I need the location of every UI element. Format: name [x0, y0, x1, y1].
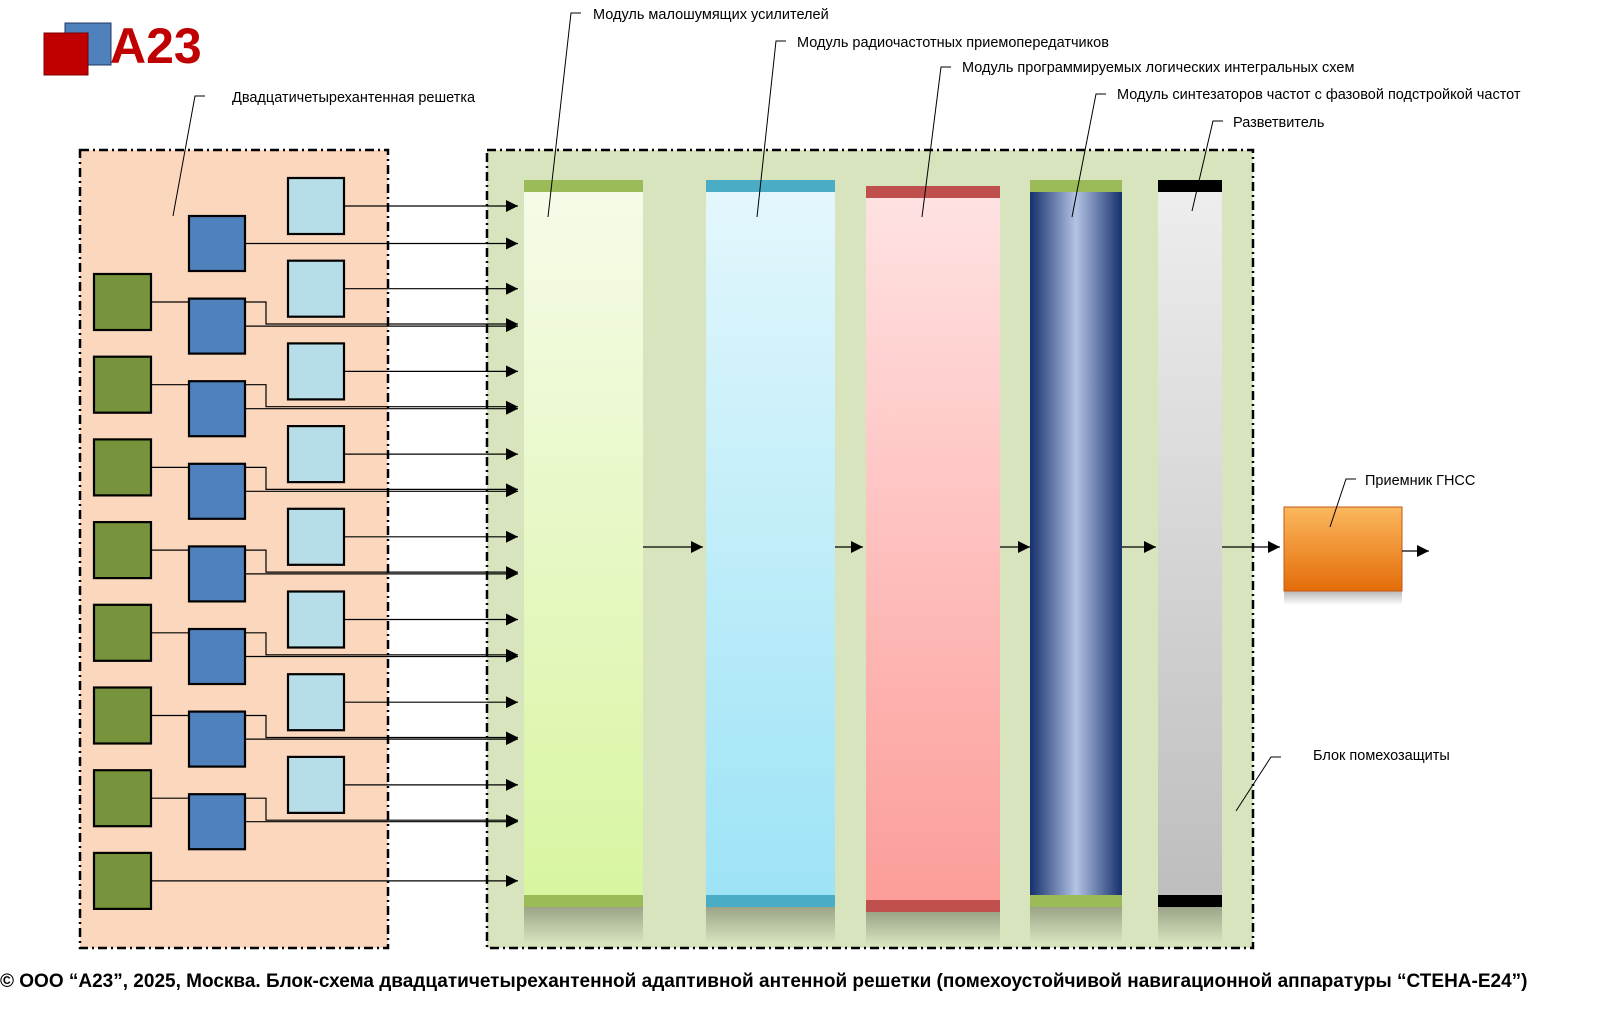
- fpga-module: [866, 186, 1000, 945]
- leader-fpga: [921, 66, 951, 218]
- lna-module-top-cap: [524, 180, 643, 192]
- label-rf: Модуль радиочастотных приемопередатчиков: [797, 35, 1109, 51]
- leader-splitter: [1191, 120, 1223, 212]
- logo-text: A23: [110, 18, 202, 74]
- antenna-element-lightblue: [286, 259, 346, 318]
- antenna-element-green: [92, 438, 153, 497]
- fpga-module-body: [866, 186, 1000, 912]
- chain-arrows: [643, 541, 1429, 557]
- gnss-receiver: [1283, 506, 1403, 605]
- fpga-module-bottom-cap: [866, 900, 1000, 912]
- logo: A23: [43, 18, 202, 76]
- antenna-element-blue: [187, 627, 247, 686]
- pll-module-bottom-cap: [1030, 895, 1122, 907]
- pll-module-body: [1030, 180, 1122, 907]
- leader-pll: [1071, 93, 1106, 218]
- antenna-element-green: [92, 686, 153, 745]
- splitter-module: [1158, 180, 1222, 943]
- splitter-module-reflection: [1158, 907, 1222, 943]
- antenna-element-lightblue: [286, 507, 346, 566]
- label-block: Блок помехозащиты: [1313, 748, 1450, 764]
- lna-module-reflection: [524, 907, 643, 943]
- rf-module-top-cap: [706, 180, 835, 192]
- logo-red-square: [43, 32, 89, 76]
- leader-block: [1235, 756, 1281, 812]
- splitter-module-top-cap: [1158, 180, 1222, 192]
- lna-module: [524, 180, 643, 943]
- antenna-element-lightblue: [286, 673, 346, 732]
- antenna-element-lightblue: [286, 590, 346, 649]
- antenna-element-green: [92, 520, 153, 580]
- antenna-element-blue: [187, 462, 247, 520]
- antenna-element-green: [92, 355, 153, 414]
- pll-module-top-cap: [1030, 180, 1122, 192]
- fpga-module-reflection: [866, 912, 1000, 945]
- pll-module-reflection: [1030, 907, 1122, 943]
- lna-module-bottom-cap: [524, 895, 643, 907]
- antenna-element-blue: [187, 710, 247, 768]
- antenna-element-blue: [187, 214, 247, 273]
- labels: Модуль малошумящих усилителей Модуль рад…: [232, 7, 1521, 764]
- leader-antenna: [172, 95, 205, 217]
- rf-module: [706, 180, 835, 943]
- antenna-elements: [92, 176, 346, 911]
- label-pll: Модуль синтезаторов частот с фазовой под…: [1117, 87, 1521, 103]
- splitter-module-body: [1158, 180, 1222, 907]
- antenna-element-green: [92, 603, 153, 662]
- antenna-element-green: [92, 851, 153, 911]
- gnss-receiver-body: [1283, 506, 1403, 592]
- leader-rf: [756, 40, 786, 218]
- antenna-element-lightblue: [286, 755, 346, 815]
- antenna-element-blue: [187, 380, 247, 438]
- antenna-element-lightblue: [286, 342, 346, 401]
- label-lna: Модуль малошумящих усилителей: [593, 7, 829, 23]
- antenna-element-blue: [187, 297, 247, 355]
- leader-receiver: [1329, 478, 1356, 528]
- label-fpga: Модуль программируемых логических интегр…: [962, 60, 1354, 76]
- antenna-element-lightblue: [286, 425, 346, 484]
- antenna-element-blue: [187, 545, 247, 603]
- splitter-module-bottom-cap: [1158, 895, 1222, 907]
- leader-lna: [547, 12, 581, 218]
- leader-lines: [172, 12, 1356, 812]
- fpga-module-top-cap: [866, 186, 1000, 198]
- antenna-element-green: [92, 769, 153, 828]
- lna-module-body: [524, 180, 643, 907]
- rf-module-body: [706, 180, 835, 907]
- footer-caption: © ООО “А23”, 2025, Москва. Блок-схема дв…: [0, 971, 1527, 992]
- gnss-receiver-reflection: [1284, 591, 1402, 605]
- label-antenna: Двадцатичетырехантенная решетка: [232, 90, 476, 106]
- label-receiver: Приемник ГНСС: [1365, 473, 1475, 489]
- rf-module-bottom-cap: [706, 895, 835, 907]
- antenna-element-lightblue: [286, 176, 346, 236]
- rf-module-reflection: [706, 907, 835, 943]
- antenna-element-green: [92, 272, 153, 332]
- pll-module: [1030, 180, 1122, 943]
- label-splitter: Разветвитель: [1233, 115, 1324, 131]
- antenna-element-blue: [187, 793, 247, 851]
